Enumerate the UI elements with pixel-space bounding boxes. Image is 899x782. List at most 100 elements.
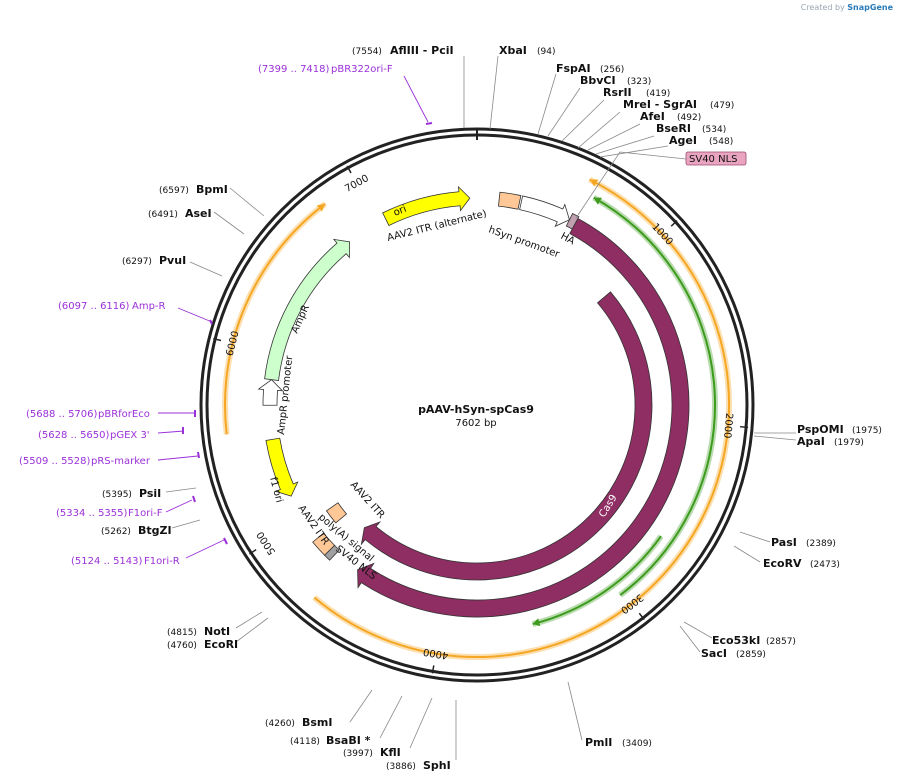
site-pos-eco53ki: (2857) bbox=[766, 637, 796, 647]
site-pos-ecorv: (2473) bbox=[810, 560, 840, 570]
plasmid-name: pAAV-hSyn-spCas9 bbox=[418, 403, 534, 416]
site-name-xbai: XbaI bbox=[499, 44, 527, 57]
site-pos-pmli: (3409) bbox=[622, 739, 652, 749]
site-pos-pasi: (2389) bbox=[806, 539, 836, 549]
hsyn-promoter-label: hSyn promoter bbox=[487, 224, 562, 260]
site-pos-xbai: (94) bbox=[537, 47, 555, 57]
site-name-bsabi: BsaBI * bbox=[326, 734, 371, 747]
site-pos-bsmi: (4260) bbox=[265, 719, 295, 729]
primer-leaders bbox=[157, 75, 429, 559]
primer-labels: (7399 .. 7418) pBR322ori-F (6097 .. 6116… bbox=[19, 64, 393, 567]
primer-range-f1orir: (5124 .. 5143) bbox=[71, 556, 143, 567]
site-name-pspomi: PspOMI bbox=[797, 423, 844, 436]
site-pos-kfli: (3997) bbox=[343, 749, 373, 759]
site-name-bsmi: BsmI bbox=[302, 716, 333, 729]
site-name-ecori: EcoRI bbox=[204, 638, 238, 651]
hsyn-promoter-arrow[interactable] bbox=[519, 195, 570, 228]
primer-name-pgex: pGEX 3' bbox=[110, 430, 150, 441]
site-pos-afei: (492) bbox=[677, 113, 701, 123]
primer-range-pbr322: (7399 .. 7418) bbox=[258, 64, 330, 75]
ampr-promoter-arrow[interactable] bbox=[257, 379, 284, 406]
primer-range-pbrforeco: (5688 .. 5706) bbox=[26, 409, 98, 420]
tick-6000 bbox=[213, 337, 222, 342]
orange-band-ampr[interactable] bbox=[224, 203, 326, 435]
site-pos-aflIII: (7554) bbox=[352, 47, 382, 57]
f1-ori-arrow[interactable] bbox=[265, 437, 299, 497]
tick-label-2000: 2000 bbox=[721, 413, 734, 439]
site-name-psii: PsiI bbox=[139, 487, 161, 500]
site-name-aflIII: AflIII - PciI bbox=[390, 44, 454, 57]
site-name-bbvci: BbvCI bbox=[580, 74, 616, 87]
site-pos-sphi: (3886) bbox=[386, 762, 416, 772]
aav2-itr-block-b[interactable] bbox=[312, 532, 336, 556]
site-labels: (7554) AflIII - PciI XbaI (94) FspAI (25… bbox=[101, 44, 882, 772]
site-pos-psii: (5395) bbox=[102, 490, 132, 500]
green-band-inner-head bbox=[532, 618, 541, 627]
plasmid-length: 7602 bp bbox=[455, 418, 496, 429]
primer-range-ampr: (6097 .. 6116) bbox=[58, 301, 130, 312]
tick-label-5000: 5000 bbox=[255, 529, 278, 556]
site-name-bseri: BseRI bbox=[656, 122, 691, 135]
orange-band-cas9[interactable] bbox=[313, 178, 730, 658]
site-pos-ecori: (4760) bbox=[167, 641, 197, 651]
site-name-kfli: KflI bbox=[380, 746, 401, 759]
ha-block[interactable] bbox=[565, 212, 580, 230]
ori-arrow[interactable] bbox=[382, 185, 471, 226]
primer-name-ampr: Amp-R bbox=[132, 301, 166, 312]
site-name-rsrii: RsrII bbox=[603, 86, 632, 99]
cas9-inner-arrow[interactable] bbox=[360, 291, 653, 581]
site-leaders bbox=[165, 55, 797, 760]
sv40-nls-block[interactable] bbox=[324, 544, 340, 561]
site-name-pasi: PasI bbox=[771, 536, 797, 549]
primer-range-prs: (5509 .. 5528) bbox=[19, 456, 91, 467]
site-pos-bpmi: (6597) bbox=[159, 186, 189, 196]
site-name-mrei: MreI - SgrAI bbox=[623, 98, 697, 111]
cas9-outer-arrow[interactable] bbox=[357, 217, 690, 618]
site-pos-rsrii: (419) bbox=[646, 89, 670, 99]
site-pos-asei: (6491) bbox=[148, 210, 178, 220]
green-band-outer-head bbox=[593, 197, 602, 205]
site-name-eco53ki: Eco53kI bbox=[712, 634, 760, 647]
snapgene-brand: SnapGene bbox=[847, 3, 893, 12]
aav2-itr-alt-block[interactable] bbox=[498, 191, 522, 210]
tick-label-4000: 4000 bbox=[422, 646, 449, 661]
tick-5000 bbox=[249, 549, 257, 555]
primer-name-pbr322: pBR322ori-F bbox=[331, 64, 393, 75]
sv40-nls-callout-label: SV40 NLS bbox=[689, 154, 738, 165]
tick-label-6000: 6000 bbox=[225, 330, 242, 357]
ori-label: ori bbox=[392, 204, 408, 219]
site-name-bpmi: BpmI bbox=[196, 183, 228, 196]
primer-name-pbrforeco: pBRforEco bbox=[98, 409, 150, 420]
site-name-pmli: PmlI bbox=[585, 736, 612, 749]
site-pos-btgzi: (5262) bbox=[101, 527, 131, 537]
sv40-nls-leader bbox=[575, 151, 687, 219]
site-name-pvui: PvuI bbox=[159, 254, 186, 267]
site-pos-agei: (548) bbox=[709, 137, 733, 147]
site-name-asei: AseI bbox=[185, 207, 212, 220]
green-band-inner[interactable] bbox=[532, 535, 662, 626]
site-pos-pvui: (6297) bbox=[122, 257, 152, 267]
aav2-itr-label-a: AAV2 ITR bbox=[348, 480, 387, 521]
orange-band-ampr-head bbox=[316, 203, 326, 212]
credit-prefix: Created by bbox=[800, 3, 845, 12]
sv40-nls-callout-box[interactable] bbox=[685, 151, 747, 166]
site-pos-apai: (1979) bbox=[834, 438, 864, 448]
site-name-afei: AfeI bbox=[640, 110, 665, 123]
ampr-arrow[interactable] bbox=[264, 238, 351, 381]
site-pos-bseri: (534) bbox=[702, 125, 726, 135]
site-pos-mrei: (479) bbox=[710, 101, 734, 111]
primer-range-f1orif: (5334 .. 5355) bbox=[56, 508, 128, 519]
tick-4000 bbox=[431, 665, 435, 674]
primer-name-f1orif: F1ori-F bbox=[128, 508, 163, 519]
site-pos-bsabi: (4118) bbox=[290, 737, 320, 747]
site-pos-noti: (4815) bbox=[167, 628, 197, 638]
feature-bands bbox=[222, 176, 732, 660]
green-band-outer[interactable] bbox=[593, 196, 716, 596]
site-name-btgzi: BtgZI bbox=[138, 524, 172, 537]
backbone-outer bbox=[199, 127, 755, 683]
site-pos-bbvci: (323) bbox=[627, 77, 651, 87]
aav2-itr-block-a[interactable] bbox=[325, 502, 348, 524]
site-name-sphi: SphI bbox=[423, 759, 451, 772]
site-name-ecorv: EcoRV bbox=[763, 557, 802, 570]
site-pos-pspomi: (1975) bbox=[852, 426, 882, 436]
